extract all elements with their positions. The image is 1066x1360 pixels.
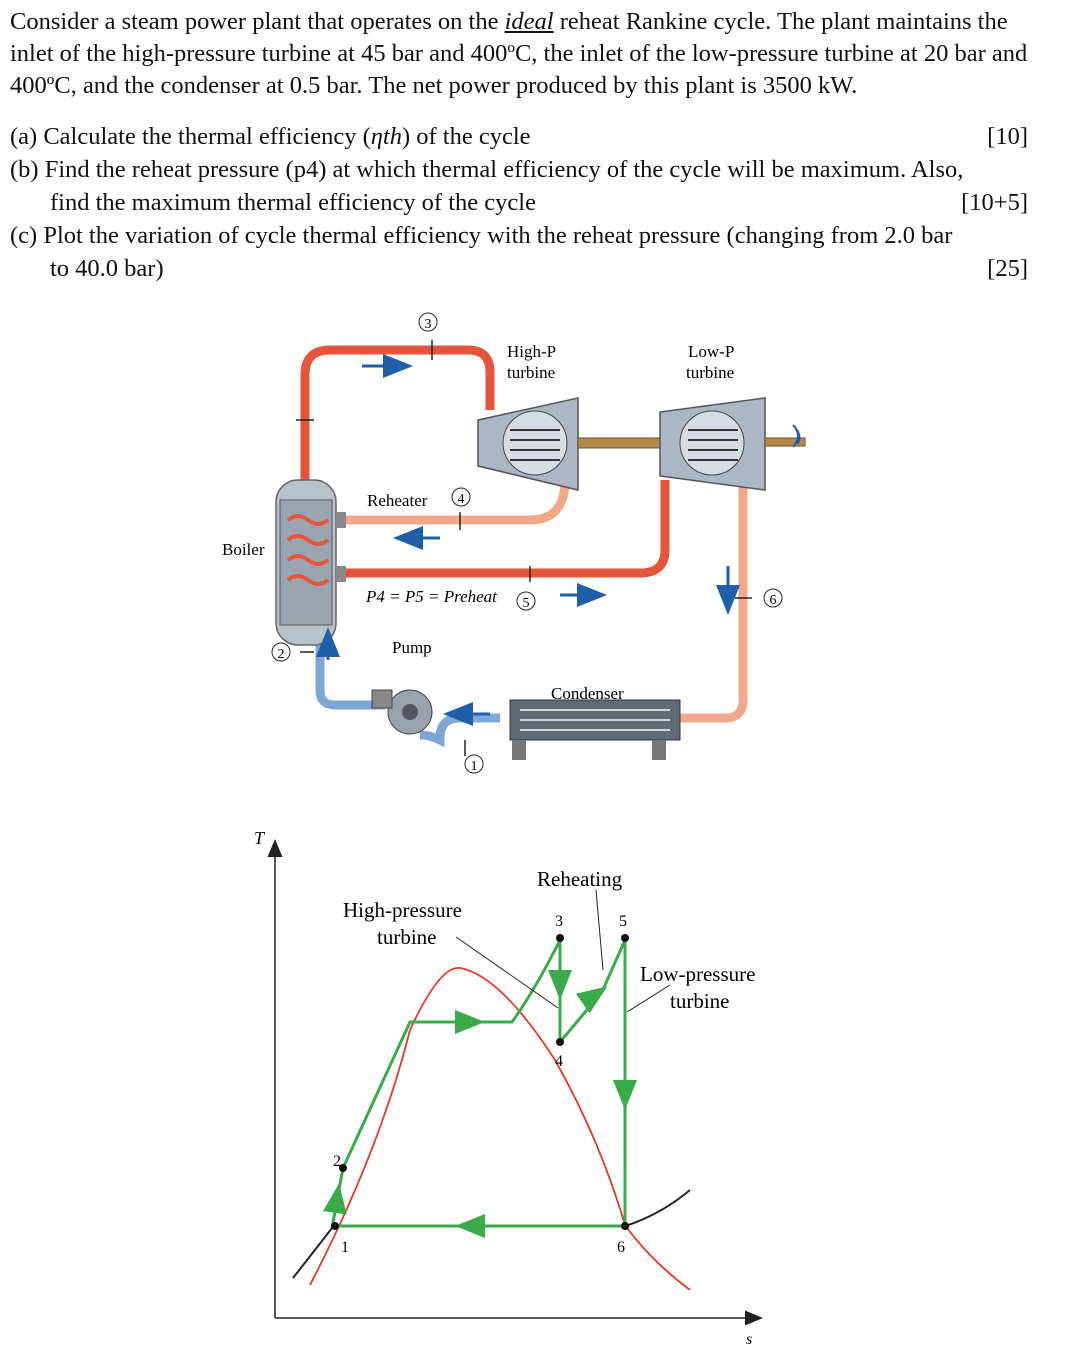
state-marker-1: 1 xyxy=(464,754,484,774)
ts-point-6 xyxy=(621,1222,629,1230)
cycle-path xyxy=(330,939,627,1229)
hp-turbine-label-2: turbine xyxy=(507,363,555,382)
question-c-text2: to 40.0 bar) xyxy=(50,255,164,282)
lp-turbine-label-2: turbine xyxy=(686,363,734,382)
intro-text-1: Consider a steam power plant that operat… xyxy=(10,8,505,35)
ts-point-1 xyxy=(331,1222,339,1230)
svg-text:1: 1 xyxy=(471,759,478,774)
reheating-label: Reheating xyxy=(537,867,623,891)
ts-point-3 xyxy=(556,934,564,942)
pipe-pump-to-boiler xyxy=(315,620,385,710)
lp-turbine-leader xyxy=(626,984,671,1013)
question-list: (a) Calculate the thermal efficiency (ηt… xyxy=(10,120,1040,285)
question-c-text: (c) Plot the variation of cycle thermal … xyxy=(10,222,953,249)
state-marker-5: 5 xyxy=(516,591,536,611)
high-pressure-isobar xyxy=(624,1189,691,1227)
ts-diagram: T s 1 2 3 4 5 6 Reheating High-pressure … xyxy=(254,828,763,1348)
hp-turbine-ts-label-2: turbine xyxy=(377,925,436,949)
ts-label-4: 4 xyxy=(555,1053,563,1070)
svg-text:6: 6 xyxy=(770,593,777,608)
question-b-line1: (b) Find the reheat pressure (p4) at whi… xyxy=(10,153,1040,186)
question-b-marks: [10+5] xyxy=(961,189,1028,216)
boiler xyxy=(275,479,346,646)
pipe-condenser-to-pump xyxy=(419,713,500,748)
hp-turbine-leader xyxy=(455,936,559,1009)
lp-turbine-label-1: Low-P xyxy=(688,342,734,361)
ts-point-5 xyxy=(621,934,629,942)
hp-turbine-ts-label-1: High-pressure xyxy=(343,898,462,922)
state-marker-3: 3 xyxy=(418,312,438,332)
ts-label-3: 3 xyxy=(555,913,563,930)
ts-point-2 xyxy=(339,1164,347,1172)
svg-text:3: 3 xyxy=(425,317,432,332)
pressure-equality-label: P4 = P5 = Preheat xyxy=(365,587,498,606)
question-a: (a) Calculate the thermal efficiency (ηt… xyxy=(10,120,1040,153)
pipe-reheater-to-lp xyxy=(340,480,670,578)
question-b-text2: find the maximum thermal efficiency of t… xyxy=(50,189,536,216)
t-axis-label: T xyxy=(254,828,266,848)
ts-point-4 xyxy=(556,1038,564,1046)
condenser-label: Condenser xyxy=(551,684,624,703)
pipe-lp-to-condenser xyxy=(680,480,748,723)
question-c-marks: [25] xyxy=(987,255,1028,282)
pump-label: Pump xyxy=(392,638,432,657)
question-b-line2: find the maximum thermal efficiency of t… xyxy=(10,186,1040,219)
question-a-marks: [10] xyxy=(987,123,1028,150)
reheating-leader xyxy=(595,889,604,971)
svg-text:2: 2 xyxy=(278,647,285,662)
intro-text-2: reheat Rankine cycle. The plant maintain… xyxy=(10,8,1028,99)
lp-turbine xyxy=(659,397,806,491)
intro-emphasis-ideal: ideal xyxy=(504,8,554,35)
hp-turbine xyxy=(477,397,579,491)
condenser xyxy=(509,699,681,760)
saturation-dome xyxy=(309,967,691,1291)
plant-schematic: 3 4 5 6 1 2 High-P turbine Low-P turbine… xyxy=(222,312,806,774)
svg-text:4: 4 xyxy=(458,492,465,507)
svg-text:5: 5 xyxy=(523,596,530,611)
question-b-text: (b) Find the reheat pressure (p4) at whi… xyxy=(10,156,964,183)
low-pressure-isobar xyxy=(292,1227,333,1279)
lp-turbine-ts-label-2: turbine xyxy=(670,989,729,1013)
pipe-hp-to-reheater xyxy=(340,479,570,525)
ts-label-5: 5 xyxy=(619,913,627,930)
problem-statement: Consider a steam power plant that operat… xyxy=(10,6,1040,102)
question-a-text: (a) Calculate the thermal efficiency ( xyxy=(10,123,371,150)
turbine-shaft xyxy=(577,437,661,449)
question-a-text2: ) of the cycle xyxy=(401,123,531,150)
s-axis-label: s xyxy=(746,1331,752,1348)
boiler-label: Boiler xyxy=(222,540,265,559)
hp-turbine-label-1: High-P xyxy=(507,342,556,361)
question-c-line2: to 40.0 bar) [25] xyxy=(10,252,1040,285)
ts-label-6: 6 xyxy=(617,1239,625,1256)
state-marker-2: 2 xyxy=(271,642,291,662)
state-marker-4: 4 xyxy=(451,487,471,507)
eta-symbol: ηth xyxy=(370,123,402,150)
ts-label-1: 1 xyxy=(341,1239,349,1256)
reheater-label: Reheater xyxy=(367,491,428,510)
question-c-line1: (c) Plot the variation of cycle thermal … xyxy=(10,219,1040,252)
lp-turbine-ts-label-1: Low-pressure xyxy=(640,962,755,986)
pipe-boiler-to-hp xyxy=(300,345,495,500)
pump xyxy=(371,689,433,735)
state-marker-6: 6 xyxy=(763,588,783,608)
ts-label-2: 2 xyxy=(333,1153,341,1170)
